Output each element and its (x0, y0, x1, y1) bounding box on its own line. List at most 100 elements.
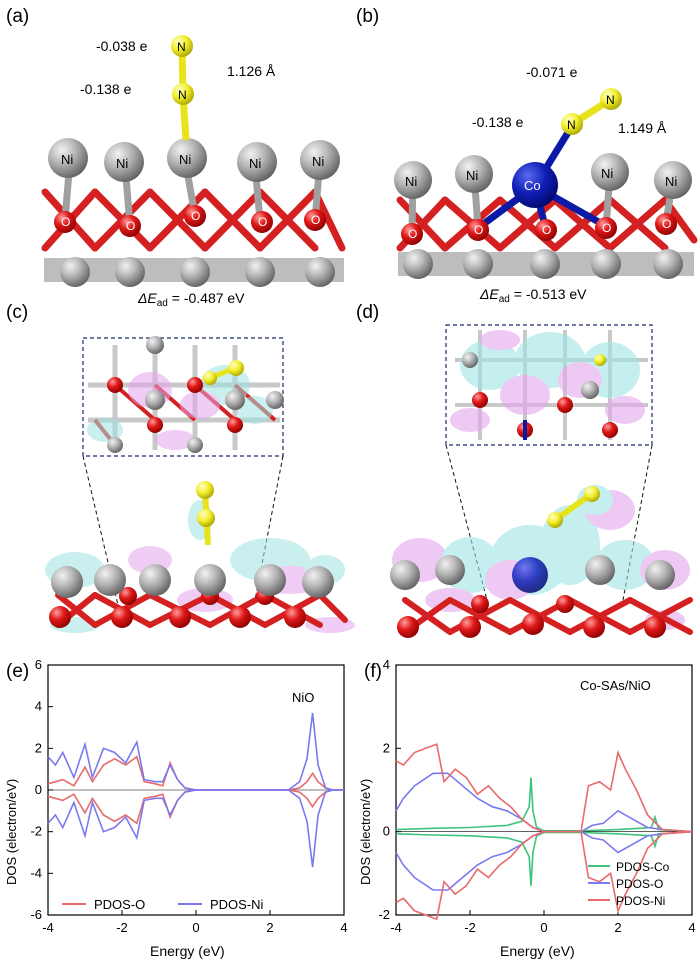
panel-c-label: (c) (6, 302, 28, 323)
x-tick-label: 0 (540, 920, 547, 935)
x-axis-label: Energy (eV) (150, 943, 225, 959)
surface-ni-atoms (394, 153, 692, 199)
legend-label: PDOS-Ni (210, 897, 264, 912)
n-label: N (567, 118, 576, 132)
inset-atoms (462, 352, 618, 440)
o-labels: O O O O O (408, 217, 671, 241)
o-label: O (258, 215, 267, 229)
x-tick-label: -4 (390, 920, 402, 935)
series-line-spin-up (395, 777, 693, 833)
n2-molecule-c (196, 481, 215, 546)
charge-density-inset-d (445, 324, 653, 446)
o-label: O (542, 223, 551, 237)
n-atom (600, 88, 622, 110)
ni-labels: Ni Ni Ni Ni Ni (61, 152, 324, 171)
o-label: O (408, 227, 417, 241)
series-line-spin-up (47, 755, 344, 791)
bottom-ni-atoms (403, 249, 683, 279)
series-line-spin-down (395, 830, 693, 886)
o-label: O (311, 213, 320, 227)
legend-label: PDOS-O (616, 877, 663, 891)
o-label: O (126, 219, 135, 233)
y-tick-label: 2 (35, 740, 42, 755)
charge-top-a: -0.038 e (96, 38, 148, 54)
ni-label: Ni (61, 152, 73, 167)
o-atoms (397, 595, 666, 638)
y-axis-label: DOS (electron/eV) (4, 779, 19, 885)
series-line-spin-up (395, 743, 693, 833)
o-label: O (61, 215, 70, 229)
series-line-spin-down (395, 830, 693, 921)
x-tick-label: -2 (464, 920, 476, 935)
n2-molecule-a: N N (171, 35, 194, 141)
charge-low-a: -0.138 e (80, 81, 132, 97)
ni-label: Ni (466, 168, 478, 183)
series-lines (47, 712, 344, 868)
charge-density-inset-c (82, 336, 284, 457)
legend-label: PDOS-Ni (616, 894, 665, 908)
adsorption-energy-b: ΔEad = -0.513 eV (479, 286, 587, 305)
surface-ni-atoms (390, 555, 675, 590)
co-atom (512, 557, 548, 593)
slab-c (45, 481, 355, 633)
legend-label: PDOS-O (94, 897, 145, 912)
panel-a-label: (a) (6, 6, 29, 27)
panel-d-label: (d) (356, 302, 379, 323)
charge-top-b: -0.071 e (526, 64, 578, 80)
y-axis-label: DOS (electron/eV) (358, 779, 373, 885)
series-line-spin-down (47, 789, 344, 825)
y-tick-label: 2 (383, 740, 390, 755)
x-tick-label: 4 (340, 920, 347, 935)
ni-label: Ni (601, 166, 613, 181)
surface-ni-atoms (51, 564, 334, 598)
bond-length-a: 1.126 Å (227, 63, 276, 79)
inset-atoms (107, 336, 284, 453)
series-line-spin-up (47, 712, 344, 791)
x-tick-label: 2 (266, 920, 273, 935)
co-label: Co (524, 178, 541, 193)
o-atoms (401, 213, 677, 245)
y-tick-label: 6 (35, 657, 42, 672)
n-atom (171, 35, 193, 57)
o-label: O (474, 223, 483, 237)
adsorption-energy-a: ΔEad = -0.487 eV (137, 290, 245, 309)
series-line-spin-down (47, 789, 344, 868)
o-label: O (602, 221, 611, 235)
x-tick-label: 4 (688, 920, 695, 935)
n-atom (172, 83, 194, 105)
series-line-spin-up (395, 772, 693, 833)
panel-a: (a) (6, 6, 346, 309)
y-tick-label: -2 (30, 824, 42, 839)
x-tick-label: -4 (42, 920, 54, 935)
inset-isosurface (450, 330, 645, 432)
panel-a-slab: Ni Ni Ni Ni Ni O O O O O (41, 138, 346, 287)
ni-label: Ni (249, 156, 261, 171)
ni-label: Ni (179, 152, 191, 167)
panel-e-label: (e) (6, 661, 29, 682)
y-tick-label: 0 (35, 782, 42, 797)
bond-length-b: 1.149 Å (618, 120, 667, 136)
ni-labels: Ni Ni Ni Ni (405, 166, 677, 189)
o-label: O (662, 217, 671, 231)
x-tick-label: 2 (614, 920, 621, 935)
y-tick-label: -6 (30, 907, 42, 922)
y-tick-label: 0 (383, 824, 390, 839)
x-tick-label: -2 (116, 920, 128, 935)
legend: PDOS-O PDOS-Ni (62, 897, 264, 912)
chart-annotation: NiO (292, 690, 314, 705)
n2-molecule-d (547, 486, 600, 528)
panel-c: (c) (6, 302, 355, 633)
chart-annotation: Co-SAs/NiO (580, 678, 651, 693)
ni-label: Ni (312, 154, 324, 169)
charge-low-b: -0.138 e (472, 114, 524, 130)
n-label: N (178, 88, 187, 102)
legend: PDOS-Co PDOS-O PDOS-Ni (588, 860, 670, 908)
ni-label: Ni (405, 174, 417, 189)
panel-f-label: (f) (364, 661, 382, 682)
ni-label: Ni (665, 174, 677, 189)
inset-isosurface (87, 365, 273, 450)
panel-b: (b) (356, 6, 698, 305)
n-atom (561, 113, 583, 135)
panel-f-chart: (f) Co-SAs/NiO Energy (eV) DOS (electron… (358, 657, 696, 959)
